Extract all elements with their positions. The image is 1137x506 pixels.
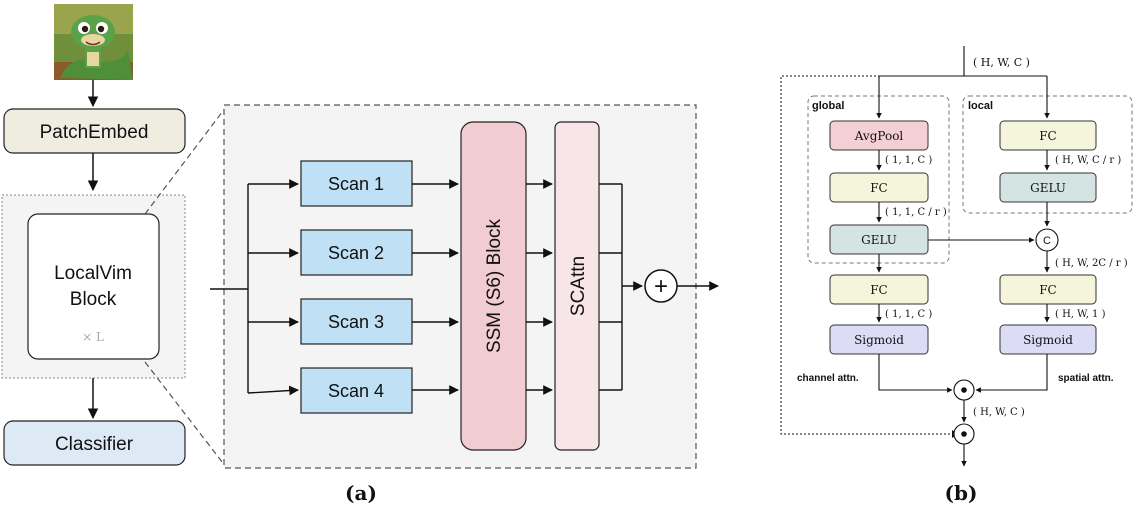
sum-symbol: +: [654, 273, 668, 300]
input-shape-label: ( H, W, C ): [973, 56, 1030, 69]
scan-3-label: Scan 3: [328, 312, 384, 332]
local-sigmoid-box: [999, 324, 1097, 355]
scan-4-box: [300, 367, 413, 414]
multiply-dot-attn: [961, 387, 967, 393]
scan-3-box: [300, 298, 413, 345]
local-sigmoid-label: Sigmoid: [1023, 333, 1073, 347]
scan-2-box: [300, 229, 413, 276]
zoom-line-bottom: [144, 361, 227, 468]
shape-hw1-label: ( H, W, 1 ): [1055, 309, 1106, 320]
localvim-block-box: [27, 213, 160, 360]
avgpool-label: AvgPool: [854, 129, 904, 143]
scan-1-box: [300, 160, 413, 207]
local-fc2-box: [999, 274, 1097, 305]
caption-a: (a): [345, 481, 377, 505]
scattn-box: [554, 121, 600, 451]
channel-attn-label: channel attn.: [797, 373, 859, 384]
panel-b: ( H, W, C ) global local AvgPool ( 1, 1,…: [780, 46, 1133, 505]
arrow-channel-attn-to-multiply: [878, 354, 953, 393]
shape-11cr-label: ( 1, 1, C / r ): [885, 207, 947, 218]
local-fc1-box: [999, 120, 1097, 151]
arrow-spatial-attn-to-multiply: [975, 354, 1048, 393]
scan-1-label: Scan 1: [328, 174, 384, 194]
shape-111c-label-2: ( 1, 1, C ): [885, 309, 932, 320]
patchembed-box: [3, 108, 186, 154]
classifier-label: Classifier: [55, 434, 134, 455]
global-label: global: [812, 100, 844, 112]
concat-symbol: C: [1043, 235, 1051, 247]
panel-a: PatchEmbed LocalVim Block × L Classifier…: [1, 4, 719, 505]
scattn-label: SCAttn: [568, 256, 589, 316]
zoom-line-top: [144, 106, 227, 215]
shape-hwc-out-label: ( H, W, C ): [973, 407, 1025, 418]
patchembed-label: PatchEmbed: [40, 122, 149, 143]
global-gelu-label: GELU: [861, 233, 897, 247]
global-fc1-label: FC: [870, 181, 888, 195]
arrow-to-scan-4: [247, 385, 299, 396]
multiply-dot-residual: [961, 431, 967, 437]
scan-2-label: Scan 2: [328, 243, 384, 263]
local-gelu-label: GELU: [1030, 181, 1066, 195]
localvim-block-label-line2: Block: [70, 289, 117, 310]
local-fc1-label: FC: [1039, 129, 1057, 143]
shape-hwcr-label: ( H, W, C / r ): [1055, 155, 1121, 166]
shape-111c-label: ( 1, 1, C ): [885, 155, 932, 166]
snake-thumbnail-image: [54, 4, 133, 80]
ssm-block-box: [460, 121, 527, 451]
local-gelu-box: [999, 172, 1097, 203]
localvim-block-label-line1: LocalVim: [54, 263, 132, 284]
residual-path: [780, 75, 964, 435]
repeat-count-label: × L: [82, 330, 104, 344]
caption-b: (b): [945, 481, 978, 505]
ssm-block-label: SSM (S6) Block: [484, 218, 505, 353]
spatial-attn-label: spatial attn.: [1058, 373, 1114, 384]
local-fc2-label: FC: [1039, 283, 1057, 297]
global-sigmoid-label: Sigmoid: [854, 333, 904, 347]
classifier-box: [3, 420, 186, 466]
local-label: local: [968, 100, 993, 112]
shape-hw2cr-label: ( H, W, 2C / r ): [1055, 258, 1128, 269]
global-fc2-label: FC: [870, 283, 888, 297]
scan-4-label: Scan 4: [328, 381, 384, 401]
